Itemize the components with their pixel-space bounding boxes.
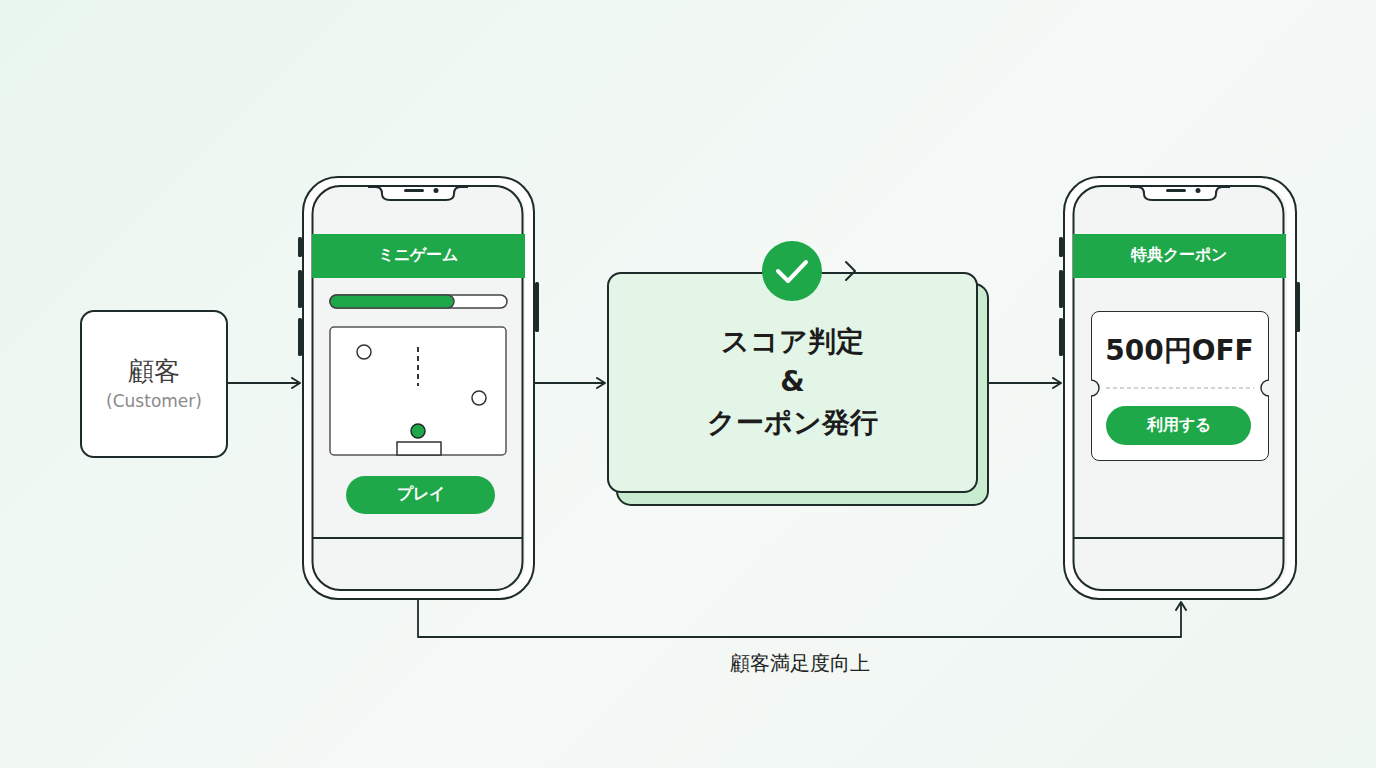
coupon-perforation: [1091, 380, 1269, 396]
actor-name: 顧客: [128, 356, 180, 387]
button-label: 利用する: [1147, 415, 1211, 436]
progress-bar: [330, 295, 507, 308]
phone-notches: [368, 187, 1230, 200]
actor-box: 顧客 (Customer): [80, 310, 228, 458]
edge-label: 顧客満足度向上: [724, 650, 876, 677]
coupon-ticket: 500円OFF 利用する: [1091, 311, 1269, 461]
action-button: 利用する: [1106, 406, 1251, 445]
check-badge: [762, 241, 855, 301]
phone-screens: [313, 186, 1284, 590]
actor-subtitle: (Customer): [106, 391, 202, 411]
process-box: スコア判定 & クーポン発行: [607, 272, 978, 493]
coupon-value: 500円OFF: [1105, 332, 1254, 370]
game-area: [330, 327, 506, 455]
flow-arrow: [418, 600, 1181, 637]
button-label: プレイ: [397, 484, 445, 505]
flow-arrow: [228, 382, 300, 384]
flow-arrow: [535, 382, 605, 384]
screen-header: 特典クーポン: [1073, 234, 1286, 278]
screen-header: ミニゲーム: [312, 234, 525, 278]
flow-arrow: [988, 382, 1061, 384]
action-button: プレイ: [346, 476, 495, 514]
process-label: スコア判定 & クーポン発行: [703, 322, 883, 444]
